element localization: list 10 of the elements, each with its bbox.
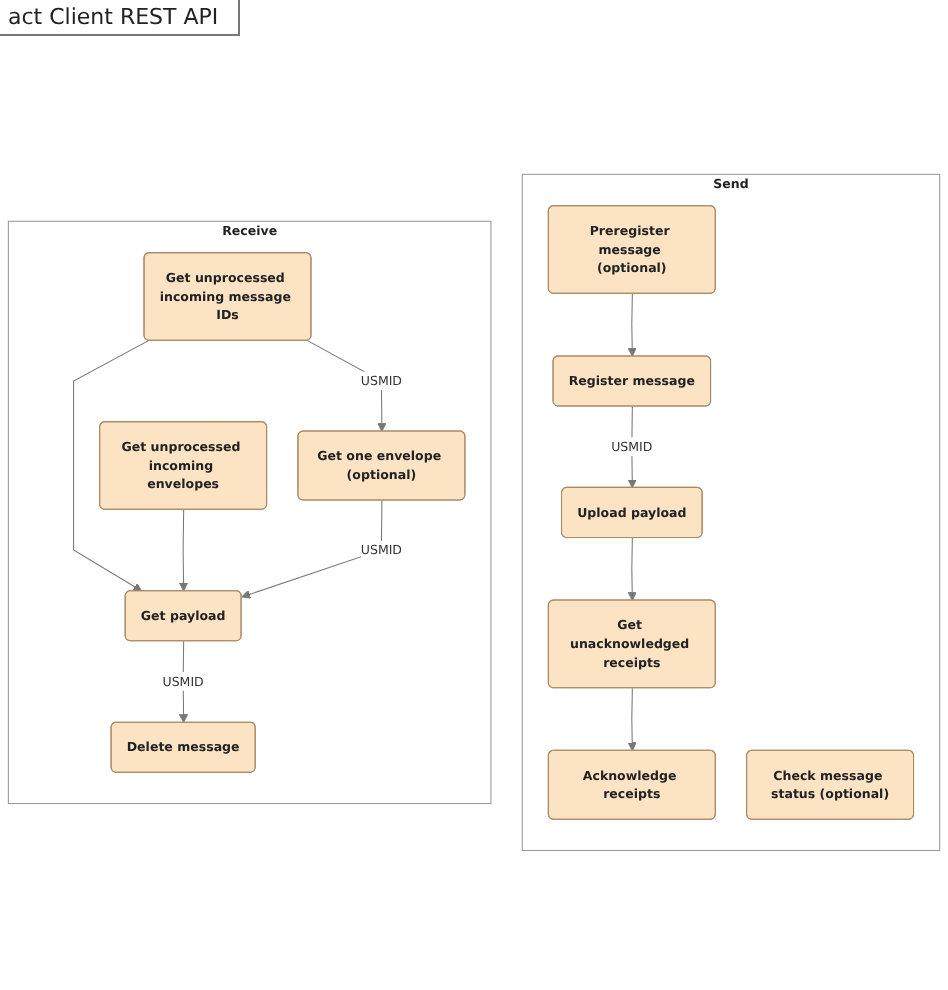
arrow xyxy=(73,340,149,593)
arrow xyxy=(627,293,637,358)
arrow xyxy=(178,641,189,724)
arrow xyxy=(627,538,637,602)
arrow xyxy=(307,340,387,433)
arrow xyxy=(627,688,637,752)
arrow xyxy=(178,509,189,593)
arrow xyxy=(241,500,383,600)
diagram-title: act Client REST API xyxy=(0,0,241,36)
arrow xyxy=(627,406,637,489)
